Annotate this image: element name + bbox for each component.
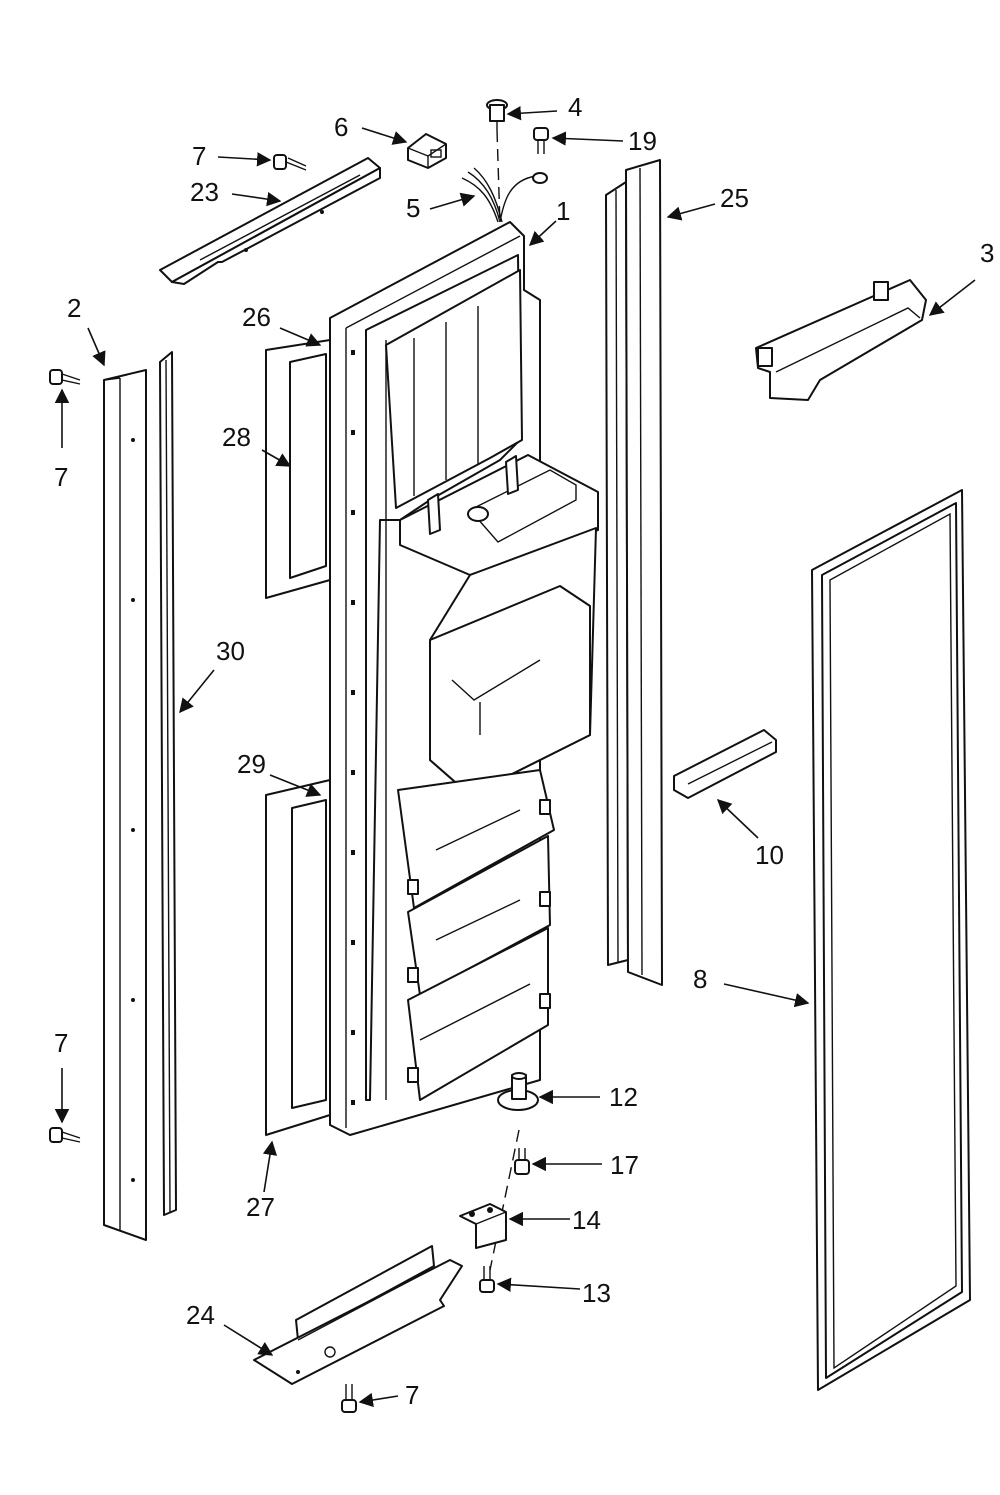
screw-7-left-bottom: [49, 1127, 81, 1143]
part-29-lower-panel: [265, 779, 331, 1136]
part-6-connector: [407, 133, 447, 169]
callout-26: 26: [242, 302, 271, 332]
callout-25: 25: [720, 183, 749, 213]
callout-6: 6: [334, 112, 348, 142]
part-5-wire-harness: [461, 167, 548, 223]
part-3-handle: [755, 279, 927, 401]
part-30-strip: [159, 351, 177, 1216]
callout-19: 19: [628, 126, 657, 156]
part-23-top-trim: [159, 157, 381, 285]
callout-29: 29: [237, 749, 266, 779]
callout-13: 13: [582, 1278, 611, 1308]
part-14-hinge-bracket: [459, 1203, 507, 1249]
callout-27: 27: [246, 1192, 275, 1222]
assembly-line-bottom: [489, 1129, 520, 1271]
part-4-plug: [486, 99, 508, 130]
callout-28: 28: [222, 422, 251, 452]
leader-arrows: [54, 106, 976, 1408]
part-1-door-liner: [329, 221, 599, 1136]
part-2-left-trim: [103, 369, 147, 1241]
screw-7-top: [273, 154, 307, 171]
liner-screw-holes: [351, 350, 355, 1105]
callout-30: 30: [216, 636, 245, 666]
callout-7-top: 7: [192, 141, 206, 171]
screw-19: [533, 127, 549, 154]
callout-10: 10: [755, 840, 784, 870]
callout-23: 23: [190, 177, 219, 207]
screw-17: [514, 1148, 530, 1175]
callout-labels: 4 19 6 7 23 5 1 25 3 2 26 7 28 30 29 10 …: [54, 92, 994, 1410]
assembly-line-top: [496, 129, 501, 226]
part-25-right-trim: [605, 159, 663, 986]
part-8-door-gasket: [811, 489, 971, 1391]
part-26-upper-panel: [265, 339, 331, 599]
screw-13: [479, 1266, 495, 1293]
part-10-bracket: [673, 729, 777, 799]
callout-7-left-bottom: 7: [54, 1028, 68, 1058]
callout-8: 8: [693, 964, 707, 994]
callout-7-bottom: 7: [405, 1380, 419, 1410]
callout-7-left-top: 7: [54, 462, 68, 492]
callout-5: 5: [406, 193, 420, 223]
callout-3: 3: [980, 238, 994, 268]
screw-7-left-top: [49, 369, 81, 385]
callout-4: 4: [568, 92, 582, 122]
callout-2: 2: [67, 293, 81, 323]
screw-7-bottom: [341, 1384, 357, 1413]
part-12-hinge: [497, 1072, 539, 1111]
part-24-bottom-trim: [253, 1245, 463, 1385]
callout-24: 24: [186, 1300, 215, 1330]
callout-12: 12: [609, 1082, 638, 1112]
callout-17: 17: [610, 1150, 639, 1180]
callout-1: 1: [556, 196, 570, 226]
callout-14: 14: [572, 1205, 601, 1235]
